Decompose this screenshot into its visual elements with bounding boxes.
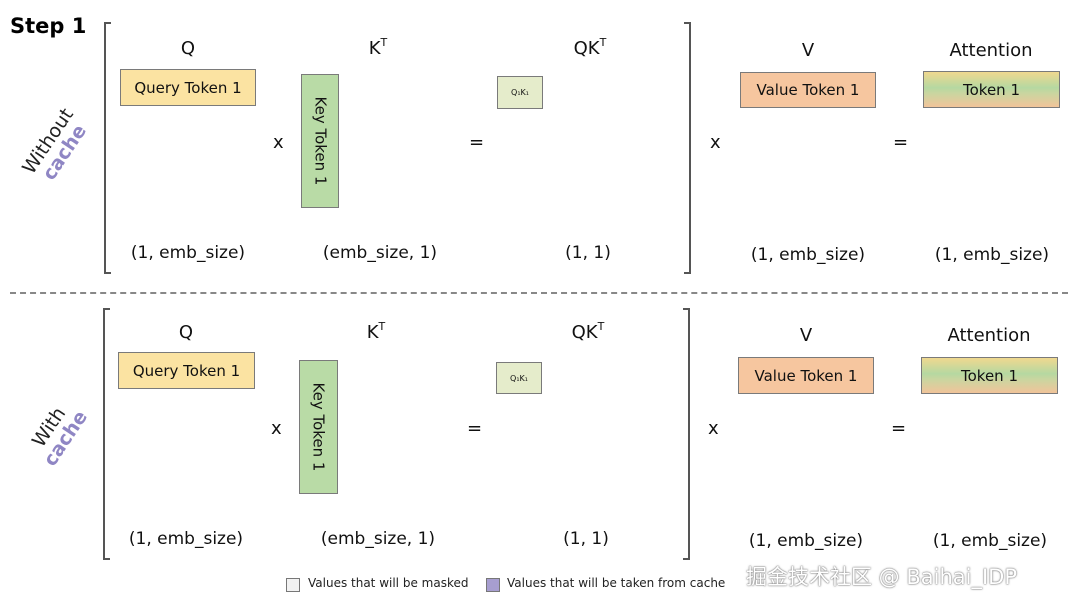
left-bracket [103,308,110,560]
q-header: Q [180,38,196,59]
attention-token: Token 1 [921,357,1058,394]
attention-token: Token 1 [923,71,1060,108]
attention-header: Attention [947,325,1031,346]
equals-operator: = [891,418,907,439]
legend-label-cached: Values that will be taken from cache [507,576,726,590]
equals-operator: = [467,418,483,439]
watermark: 掘金技术社区 @ Baihai_IDP [746,565,1017,589]
query-token: Query Token 1 [120,69,256,106]
kt-dim: (emb_size, 1) [322,243,438,263]
q-header: Q [178,322,194,343]
kt-header: KT [366,320,386,343]
left-bracket [104,22,111,274]
qkt-header: QKT [571,320,605,343]
equals-operator: = [893,132,909,153]
multiply-operator: x [708,418,719,439]
section-label-with-cache: With cache [27,403,93,471]
kt-header: KT [368,36,388,59]
right-bracket [684,22,691,274]
attention-header: Attention [949,40,1033,61]
query-token: Query Token 1 [118,352,255,389]
qkt-header: QKT [573,36,607,59]
step-title: Step 1 [10,14,87,38]
q-dim: (1, emb_size) [130,243,246,263]
value-token: Value Token 1 [738,357,874,394]
qkt-dim: (1, 1) [563,529,609,549]
legend-label-masked: Values that will be masked [308,576,469,590]
qk-cell: Q₁K₁ [497,76,543,109]
q-dim: (1, emb_size) [128,529,244,549]
multiply-operator: x [273,132,284,153]
qkt-dim: (1, 1) [565,243,611,263]
value-token: Value Token 1 [740,72,876,108]
legend-swatch-masked [286,578,300,592]
multiply-operator: x [710,132,721,153]
qk-cell: Q₁K₁ [496,362,542,394]
key-token: Key Token 1 [301,74,339,208]
v-dim: (1, emb_size) [748,531,864,551]
v-header: V [801,40,815,61]
legend-swatch-cached [486,578,500,592]
v-header: V [799,325,813,346]
key-token: Key Token 1 [299,360,338,494]
attention-dim: (1, emb_size) [932,531,1048,551]
v-dim: (1, emb_size) [750,245,866,265]
equals-operator: = [469,132,485,153]
attention-dim: (1, emb_size) [934,245,1050,265]
right-bracket [683,308,690,560]
kt-dim: (emb_size, 1) [320,529,436,549]
section-divider [10,292,1068,294]
section-label-without-cache: Without cache [18,104,92,185]
multiply-operator: x [271,418,282,439]
